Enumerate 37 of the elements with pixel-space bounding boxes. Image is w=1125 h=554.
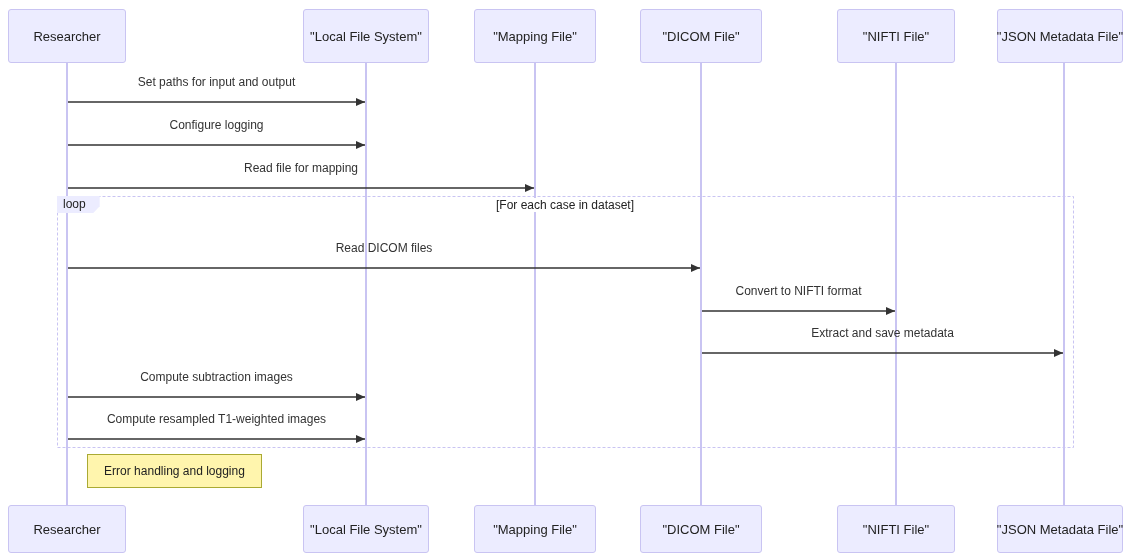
lifeline	[700, 63, 702, 505]
participant-box: "DICOM File"	[640, 9, 762, 63]
message-label: Configure logging	[169, 118, 264, 132]
participant-box: "JSON Metadata File"	[997, 505, 1123, 553]
message-arrow	[67, 435, 366, 443]
participant-box: "JSON Metadata File"	[997, 9, 1123, 63]
message-arrow	[701, 307, 896, 315]
lifeline	[66, 63, 68, 505]
participant-box: "Mapping File"	[474, 9, 596, 63]
message-arrow	[701, 349, 1064, 357]
message-arrow	[67, 141, 366, 149]
lifeline	[365, 63, 367, 505]
message-label: Convert to NIFTI format	[735, 284, 862, 298]
message-label: Read DICOM files	[335, 241, 433, 255]
participant-box: "NIFTI File"	[837, 505, 955, 553]
participant-box: "NIFTI File"	[837, 9, 955, 63]
note-box: Error handling and logging	[87, 454, 262, 488]
message-label: Set paths for input and output	[137, 75, 296, 89]
loop-label: loop	[57, 196, 100, 213]
message-arrow	[67, 184, 535, 192]
loop-condition: [For each case in dataset]	[493, 198, 637, 212]
participant-box: Researcher	[8, 505, 126, 553]
lifeline	[895, 63, 897, 505]
lifeline	[1063, 63, 1065, 505]
message-label: Extract and save metadata	[811, 326, 954, 340]
participant-box: "Local File System"	[303, 9, 429, 63]
participant-box: "Mapping File"	[474, 505, 596, 553]
message-label: Compute subtraction images	[140, 370, 293, 384]
participant-box: "DICOM File"	[640, 505, 762, 553]
message-arrow	[67, 98, 366, 106]
message-label: Read file for mapping	[243, 161, 359, 175]
lifeline	[534, 63, 536, 505]
message-arrow	[67, 393, 366, 401]
message-arrow	[67, 264, 701, 272]
participant-box: Researcher	[8, 9, 126, 63]
message-label: Compute resampled T1-weighted images	[106, 412, 327, 426]
participant-box: "Local File System"	[303, 505, 429, 553]
